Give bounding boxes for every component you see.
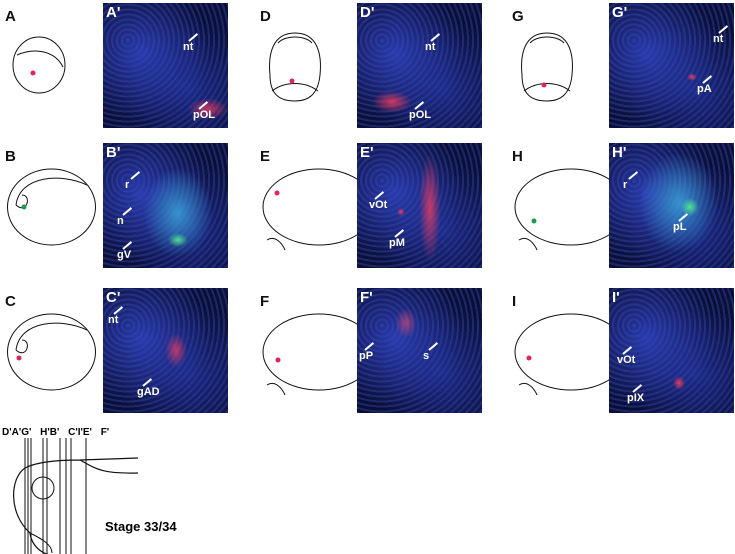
embryo-schematic — [2, 300, 102, 410]
injection-dot — [16, 355, 22, 361]
structure-label: pOL — [193, 109, 215, 121]
micrograph: C' nt gAD — [103, 288, 228, 413]
panel-label: E' — [360, 144, 374, 161]
structure-label: nt — [183, 41, 194, 53]
injection-dot — [275, 357, 281, 363]
fluorescent-signal — [681, 198, 699, 216]
structure-label: s — [423, 350, 430, 362]
structure-label: pL — [673, 221, 687, 233]
panel-letter: G — [512, 8, 524, 25]
embryo-schematic — [2, 155, 102, 265]
micrograph: F' pP s — [357, 288, 482, 413]
micrograph: H' r pL — [609, 143, 734, 268]
structure-label: gV — [117, 249, 132, 261]
structure-label: pIX — [627, 392, 645, 404]
panel-letter: E — [260, 148, 271, 165]
micrograph: G' nt pA — [609, 3, 734, 128]
fluorescent-signal — [372, 91, 412, 113]
structure-label: nt — [108, 314, 119, 326]
fluorescent-signal — [395, 308, 417, 338]
panel-letter: H — [512, 148, 523, 165]
micrograph: A' nt pOL — [103, 3, 228, 128]
fluorescent-signal — [188, 98, 228, 120]
embryo-section-schematic — [13, 438, 139, 554]
structure-label: pM — [389, 237, 405, 249]
fluorescent-signal — [639, 153, 719, 253]
section-cut-labels: D'A'G' H'B' C'I'E' F' — [2, 427, 110, 438]
panel-label: G' — [612, 4, 628, 21]
fluorescent-signal — [168, 233, 188, 247]
structure-label: nt — [425, 41, 436, 53]
structure-label: gAD — [137, 386, 160, 398]
micrograph: I' vOt pIX — [609, 288, 734, 413]
embryo-schematic — [512, 25, 582, 110]
panel-label: A' — [106, 4, 121, 21]
panel-label: I' — [612, 289, 620, 306]
injection-dot — [531, 218, 537, 224]
fluorescent-signal — [165, 333, 187, 368]
injection-dot — [289, 78, 295, 84]
panel-letter: F — [260, 293, 270, 310]
injection-dot — [274, 190, 280, 196]
structure-label: n — [117, 215, 124, 227]
panel-label: H' — [612, 144, 627, 161]
injection-dot — [526, 355, 532, 361]
injection-dot — [30, 70, 36, 76]
panel-label: D' — [360, 4, 375, 21]
micrograph: E' vOt pM — [357, 143, 482, 268]
structure-label: r — [125, 179, 130, 191]
embryo-schematic — [5, 25, 75, 110]
fluorescent-signal — [673, 376, 685, 390]
panel-letter: C — [5, 293, 16, 310]
structure-label: r — [623, 179, 628, 191]
structure-label: pA — [697, 83, 712, 95]
structure-label: pOL — [409, 109, 431, 121]
injection-dot — [21, 204, 27, 210]
panel-letter: I — [512, 293, 517, 310]
panel-letter: A — [5, 8, 16, 25]
panel-letter: D — [260, 8, 271, 25]
panel-letter: B — [5, 148, 16, 165]
embryo-schematic — [260, 25, 330, 110]
structure-label: vOt — [617, 354, 636, 366]
fluorescent-signal — [687, 73, 697, 81]
panel-label: F' — [360, 289, 373, 306]
structure-label: nt — [713, 33, 724, 45]
panel-label: B' — [106, 144, 121, 161]
micrograph: D' nt pOL — [357, 3, 482, 128]
stage-label: Stage 33/34 — [105, 519, 177, 534]
fluorescent-signal — [419, 153, 441, 263]
injection-dot — [541, 82, 547, 88]
fluorescent-signal — [397, 208, 405, 216]
micrograph: B' r n gV — [103, 143, 228, 268]
structure-label: pP — [359, 350, 374, 362]
panel-label: C' — [106, 289, 121, 306]
structure-label: vOt — [369, 199, 388, 211]
